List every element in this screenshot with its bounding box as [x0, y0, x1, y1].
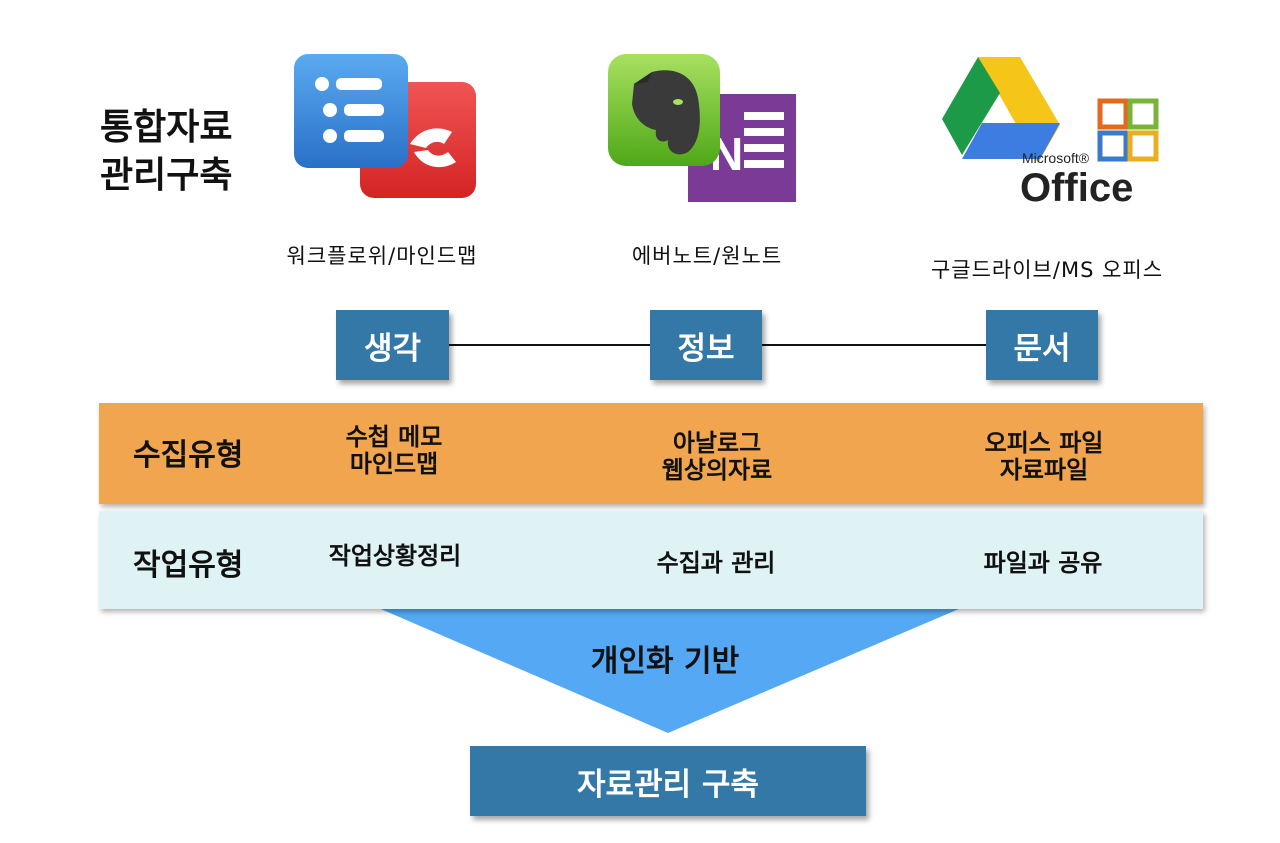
work-cell-info: 수집과 관리 [656, 549, 776, 577]
tool-caption-2: 에버노트/원노트 [631, 244, 783, 268]
collect-cell-line: 아날로그 [672, 429, 762, 457]
collect-cell-line: 웹상의자료 [661, 456, 773, 484]
work-cell-document: 파일과 공유 [983, 549, 1103, 577]
work-cell-thought: 작업상황정리 [328, 542, 462, 570]
category-box-thought: 생각 [336, 310, 449, 380]
collect-cell-line: 자료파일 [999, 456, 1089, 484]
evernote-icon [608, 54, 720, 166]
title-line-1: 통합자료 [100, 107, 233, 148]
tool-caption-1: 워크플로위/마인드맵 [286, 244, 478, 268]
collect-type-label: 수집유형 [133, 438, 244, 473]
collect-cell-line: 오피스 파일 [984, 429, 1104, 457]
base-box: 자료관리 구축 [470, 746, 866, 816]
collect-cell-info: 아날로그 웹상의자료 [662, 430, 772, 484]
ms-office-icon: Microsoft® Office [1020, 98, 1159, 210]
connector-line-2 [762, 344, 986, 346]
collect-cell-thought: 수첩 메모 마인드맵 [346, 424, 443, 478]
workflowy-icon [294, 54, 408, 168]
collect-cell-line: 마인드맵 [349, 450, 439, 478]
drive-office-icon-group: Microsoft® Office [942, 57, 1159, 210]
evernote-onenote-icon-group: N [608, 54, 796, 202]
title-line-2: 관리구축 [100, 155, 233, 196]
google-drive-icon [942, 57, 1060, 163]
collect-cell-document: 오피스 파일 자료파일 [985, 430, 1104, 484]
category-box-document: 문서 [986, 310, 1098, 380]
office-logo-large: Office [1020, 166, 1133, 210]
tool-caption-3: 구글드라이브/MS 오피스 [930, 258, 1164, 282]
work-type-label: 작업유형 [133, 548, 244, 583]
connector-line-1 [449, 344, 650, 346]
diagram-title: 통합자료 관리구축 [100, 104, 232, 200]
category-box-info: 정보 [650, 310, 762, 380]
work-type-band [99, 511, 1203, 609]
collect-type-band [99, 403, 1203, 504]
workflowy-xmind-icon-group [294, 54, 476, 198]
collect-cell-line: 수첩 메모 [345, 423, 443, 451]
office-logo-small: Microsoft® [1022, 150, 1090, 166]
foundation-label: 개인화 기반 [590, 644, 740, 679]
